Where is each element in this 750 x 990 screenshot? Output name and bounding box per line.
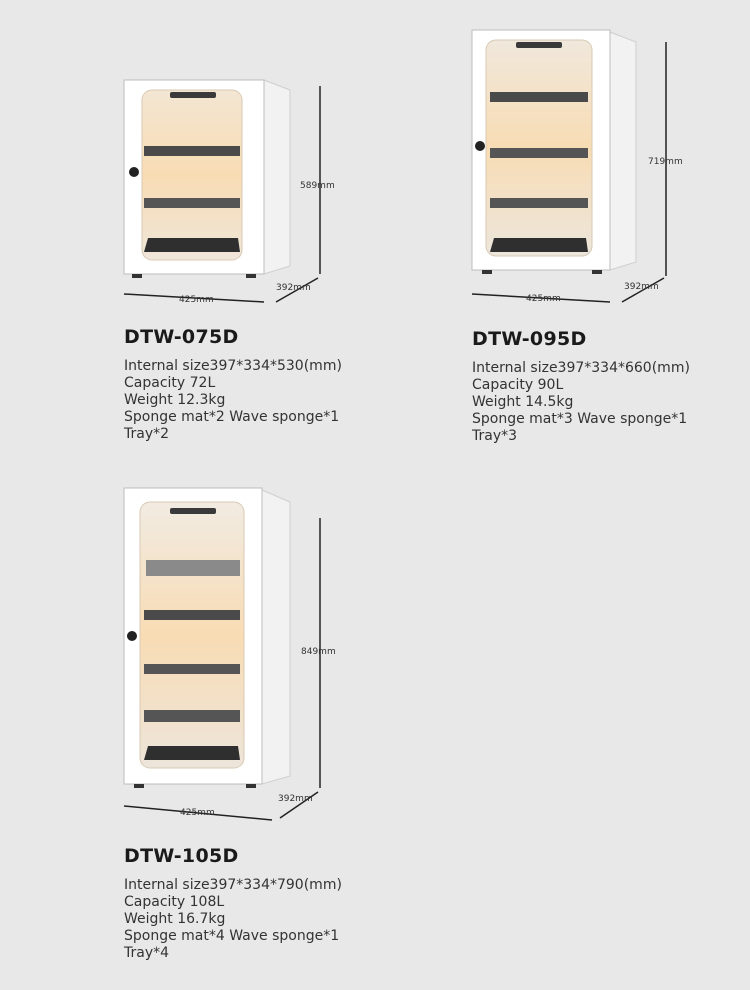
spec-capacity: Capacity 90L [472,377,564,393]
spec-internal-size: Internal size397*334*530(mm) [124,358,342,374]
spec-tray: Tray*3 [472,428,518,444]
spec-accessories: Sponge mat*3 Wave sponge*1 [472,411,688,427]
spec-accessories: Sponge mat*4 Wave sponge*1 [124,928,340,944]
dimension-lines-105d [123,518,321,821]
dimension-lines-075d [123,86,321,303]
width-dimension: 425mm [180,808,215,818]
spec-capacity: Capacity 72L [124,375,216,391]
depth-dimension: 392mm [276,283,311,293]
model-name: DTW-075D [124,326,239,348]
spec-tray: Tray*4 [124,945,170,961]
height-dimension: 719mm [648,157,683,167]
spec-weight: Weight 12.3kg [124,392,226,408]
spec-internal-size: Internal size397*334*660(mm) [472,360,690,376]
spec-weight: Weight 14.5kg [472,394,574,410]
spec-weight: Weight 16.7kg [124,911,226,927]
height-dimension: 589mm [300,181,335,191]
depth-dimension: 392mm [624,282,659,292]
spec-list: Internal size397*334*530(mm) Capacity 72… [124,358,342,443]
width-dimension: 425mm [179,295,214,305]
spec-accessories: Sponge mat*2 Wave sponge*1 [124,409,340,425]
spec-internal-size: Internal size397*334*790(mm) [124,877,342,893]
model-name: DTW-105D [124,845,239,867]
dimension-lines-095d [471,42,667,303]
height-dimension: 849mm [301,647,336,657]
depth-dimension: 392mm [278,794,313,804]
spec-capacity: Capacity 108L [124,894,225,910]
width-dimension: 425mm [526,294,561,304]
spec-list: Internal size397*334*790(mm) Capacity 10… [124,877,342,962]
spec-tray: Tray*2 [124,426,170,442]
cabinet-image-105d [120,487,325,828]
cabinet-image-075d [120,78,321,308]
model-name: DTW-095D [472,328,587,350]
spec-list: Internal size397*334*660(mm) Capacity 90… [472,360,690,445]
cabinet-image-095d [468,29,673,310]
